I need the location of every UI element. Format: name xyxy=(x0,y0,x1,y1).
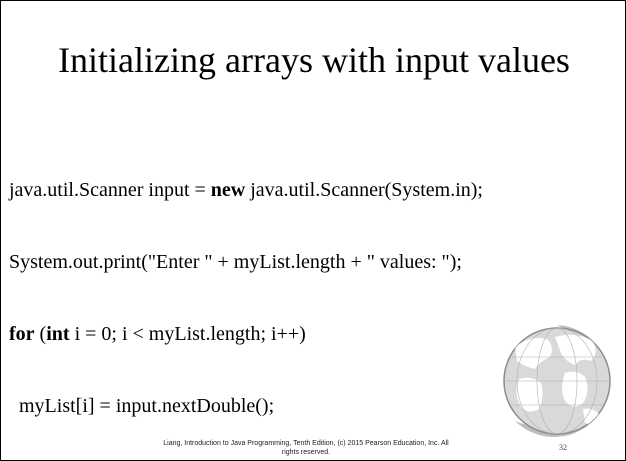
code-line-4: myList[i] = input.nextDouble(); xyxy=(9,395,275,417)
footer-line-2: rights reserved. xyxy=(281,449,331,456)
page-number: 32 xyxy=(559,443,567,452)
code-text: i = 0; i < myList.length; i++) xyxy=(69,323,306,345)
code-text: ( xyxy=(34,323,47,345)
code-text: java.util.Scanner input = xyxy=(9,179,211,201)
footer-line-1: Liang, Introduction to Java Programming,… xyxy=(163,440,449,447)
code-keyword-for: for xyxy=(9,323,35,345)
globe-icon xyxy=(503,325,611,437)
code-block: java.util.Scanner input = new java.util.… xyxy=(9,130,483,460)
code-keyword-new: new xyxy=(210,179,246,201)
footer-copyright: Liang, Introduction to Java Programming,… xyxy=(151,439,461,457)
code-keyword-int: int xyxy=(46,323,70,345)
code-line-3: for (int i = 0; i < myList.length; i++) xyxy=(9,322,483,346)
code-line-1: java.util.Scanner input = new java.util.… xyxy=(9,178,483,202)
code-line-2: System.out.print("Enter " + myList.lengt… xyxy=(9,251,462,273)
code-text: java.util.Scanner(System.in); xyxy=(245,179,483,201)
slide-title: Initializing arrays with input values xyxy=(58,40,570,80)
